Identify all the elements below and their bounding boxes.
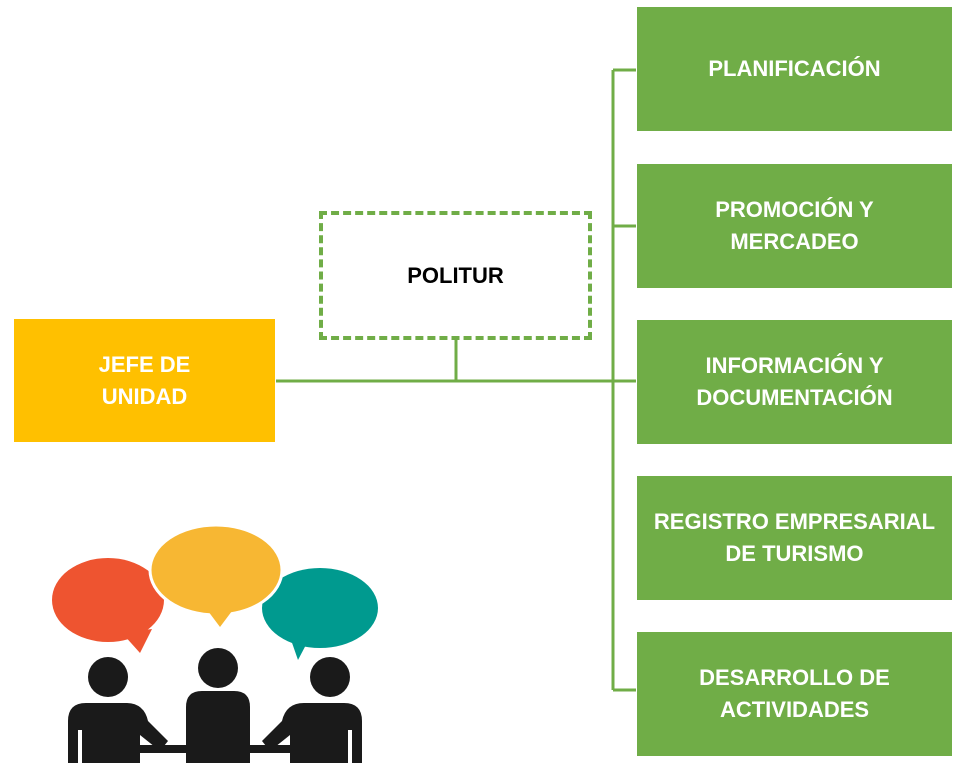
unit-label: REGISTRO EMPRESARIAL DE TURISMO: [653, 509, 936, 566]
unit-label: DESARROLLO DE ACTIVIDADES: [699, 665, 890, 722]
advisor-label: POLITUR: [407, 262, 504, 288]
unit-label: PLANIFICACIÓN: [708, 56, 881, 82]
unit-label: INFORMACIÓN Y DOCUMENTACIÓN: [696, 353, 893, 410]
advisor-box: POLITUR: [319, 211, 592, 340]
center-speech-bubble-icon: [148, 523, 284, 627]
head-unit-box: JEFE DE UNIDAD: [14, 319, 275, 442]
unit-box-promocion: PROMOCIÓN Y MERCADEO: [637, 164, 952, 288]
unit-label: PROMOCIÓN Y MERCADEO: [715, 197, 874, 254]
right-speech-bubble-icon: [262, 568, 378, 660]
unit-box-desarrollo: DESARROLLO DE ACTIVIDADES: [637, 632, 952, 756]
left-speech-bubble-icon: [52, 558, 164, 653]
unit-box-informacion: INFORMACIÓN Y DOCUMENTACIÓN: [637, 320, 952, 444]
unit-box-planificacion: PLANIFICACIÓN: [637, 7, 952, 131]
people-icon: [68, 648, 362, 763]
unit-box-registro: REGISTRO EMPRESARIAL DE TURISMO: [637, 476, 952, 600]
meeting-people-speech-bubbles-icon: [52, 523, 378, 765]
head-unit-label: JEFE DE UNIDAD: [98, 351, 191, 409]
